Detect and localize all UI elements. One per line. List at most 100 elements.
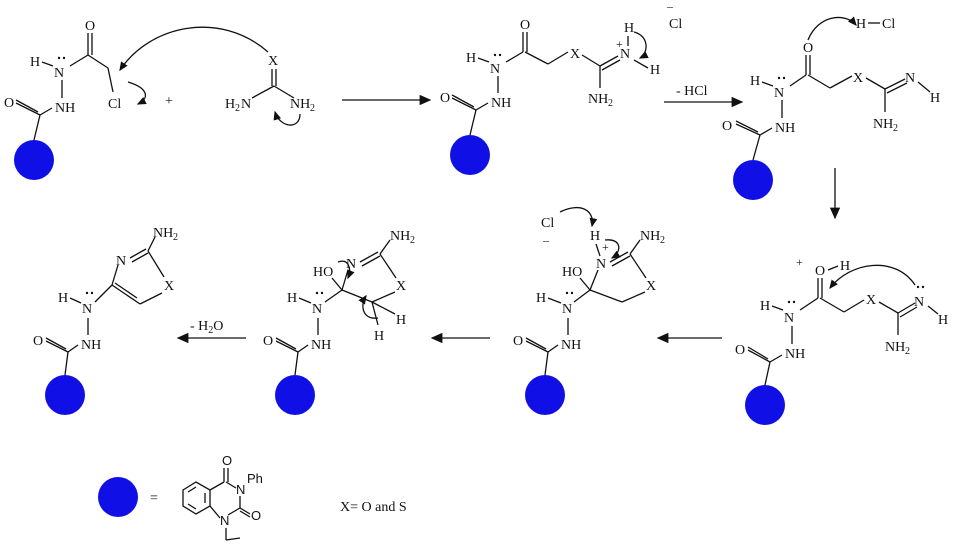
atom-o: O [4, 96, 14, 111]
atom-n: N [54, 66, 64, 81]
curved-arrow-nh-bond [604, 239, 621, 259]
legend-core-ball [98, 477, 138, 517]
curved-arrow-cyclization [829, 264, 916, 290]
svg-text:N: N [236, 482, 245, 497]
svg-text:X: X [396, 279, 406, 294]
curved-arrow-deprotonation [633, 31, 649, 59]
curved-arrow-chloride [559, 207, 598, 228]
svg-text:H: H [536, 291, 546, 306]
svg-text:N: N [241, 97, 251, 112]
quinazolinedione-core-ball [275, 375, 315, 415]
svg-text:N: N [620, 47, 630, 62]
svg-text:H: H [750, 74, 760, 89]
svg-text:HO: HO [562, 265, 582, 280]
h2o-loss-label: - H2O [190, 319, 223, 336]
quinazolinedione-core-ball [14, 140, 54, 180]
svg-text:2: 2 [608, 98, 613, 109]
svg-text:X: X [646, 279, 656, 294]
svg-text:H: H [938, 313, 948, 328]
svg-text:H: H [930, 91, 940, 106]
reactant-chloroacetyl-hydrazide: O NH N H O Cl [4, 19, 121, 180]
svg-text:H: H [650, 63, 660, 78]
chloride-ion: Cl [669, 17, 682, 32]
atom-h: H [30, 55, 40, 70]
svg-text:NH: NH [153, 226, 173, 241]
curved-arrow-ch-elimination [358, 294, 379, 319]
curved-arrow-protonation [807, 16, 857, 41]
intermediate-isouronium: O NH N H O X N + H H NH 2 [440, 18, 660, 175]
svg-text:N: N [905, 71, 915, 86]
svg-text:O: O [440, 91, 450, 106]
legend: = O N Ph O N X= O and S [98, 453, 407, 541]
svg-text:+: + [796, 255, 803, 269]
reactant-thiourea: X H 2 N NH 2 [225, 54, 315, 114]
svg-text:O: O [513, 334, 523, 349]
curved-arrow-leaving [127, 81, 147, 105]
svg-text:H: H [760, 299, 770, 314]
hcl-cl: Cl [882, 17, 895, 32]
svg-text:O: O [251, 508, 261, 523]
svg-text:O: O [803, 41, 813, 56]
svg-text:NH: NH [81, 338, 101, 353]
svg-text:H: H [840, 259, 850, 274]
svg-text:X: X [853, 71, 863, 86]
x-definition: X= O and S [340, 500, 407, 515]
svg-text:N: N [82, 302, 92, 317]
quinazolinedione-structure: O N Ph O N [182, 453, 263, 541]
svg-text:N: N [312, 302, 322, 317]
svg-text:O: O [33, 334, 43, 349]
atom-o: O [85, 19, 95, 34]
atom-nh: NH [55, 101, 75, 116]
product-aminoazole: O NH N H N X NH 2 [33, 226, 178, 415]
svg-text:NH: NH [390, 229, 410, 244]
svg-text:NH: NH [775, 121, 795, 136]
svg-text:+: + [602, 240, 609, 254]
curved-arrow-electron [273, 110, 301, 126]
svg-text:O: O [722, 119, 732, 134]
svg-text:NH: NH [785, 347, 805, 362]
svg-text:NH: NH [885, 340, 905, 355]
intermediate-isourea: O NH N H O X N H NH 2 [722, 41, 940, 200]
svg-text:HO: HO [313, 265, 333, 280]
svg-text:2: 2 [905, 346, 910, 357]
svg-text:+: + [616, 37, 623, 51]
svg-text:X: X [164, 279, 174, 294]
svg-text:2: 2 [235, 103, 240, 114]
svg-text:N: N [596, 257, 606, 272]
svg-text:N: N [784, 311, 794, 326]
curved-arrow-oh-loss [337, 260, 355, 280]
svg-text:2: 2 [173, 232, 178, 243]
quinazolinedione-core-ball [525, 375, 565, 415]
svg-text:NH: NH [640, 229, 660, 244]
quinazolinedione-core-ball [450, 135, 490, 175]
atom-h2n: H [225, 97, 235, 112]
svg-text:2: 2 [893, 123, 898, 134]
svg-text:–: – [542, 233, 550, 247]
svg-text:O: O [735, 343, 745, 358]
svg-text:O: O [520, 18, 530, 33]
plus-sign: + [165, 94, 173, 109]
legend-equals: = [150, 491, 158, 506]
svg-text:NH: NH [311, 338, 331, 353]
chloride-charge: – [666, 0, 674, 13]
svg-text:N: N [490, 62, 500, 77]
intermediate-protonated-hemiaminal: O NH N H HO N + H X NH 2 [513, 229, 665, 415]
svg-text:O: O [222, 453, 232, 468]
svg-text:H: H [624, 21, 634, 36]
svg-text:X: X [570, 47, 580, 62]
svg-text:H: H [374, 329, 384, 344]
svg-text:Cl: Cl [541, 216, 554, 231]
atom-nh2: NH [290, 97, 310, 112]
intermediate-protonated-carbonyl: O NH N H O + H X N H NH 2 [735, 255, 948, 425]
svg-text:NH: NH [873, 117, 893, 132]
svg-text:2: 2 [660, 235, 665, 246]
quinazolinedione-core-ball [45, 375, 85, 415]
quinazolinedione-core-ball [733, 160, 773, 200]
svg-text:N: N [774, 86, 784, 101]
legend-ph: Ph [247, 471, 263, 486]
svg-text:2: 2 [410, 235, 415, 246]
intermediate-hemiaminal: O NH N H HO N X H H NH 2 [263, 229, 415, 415]
svg-text:N: N [346, 257, 356, 272]
